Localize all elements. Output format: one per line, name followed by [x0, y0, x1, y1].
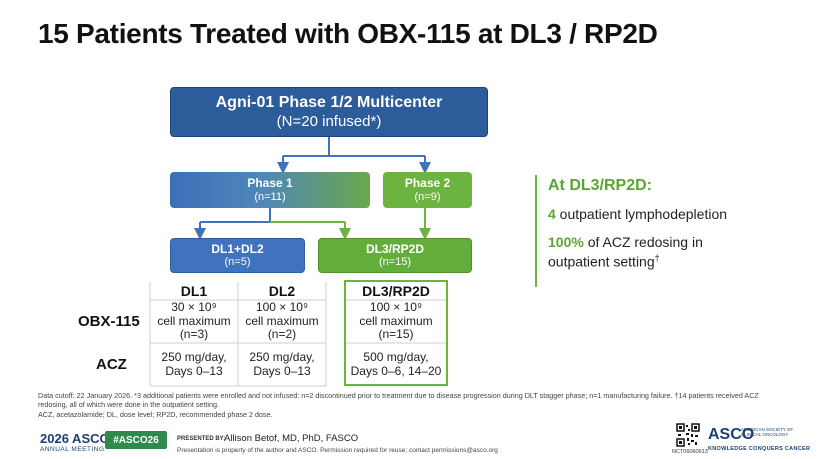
header-dl3-rp2d: DL3/RP2D — [362, 282, 430, 299]
cell-obx-dl2: 100 × 10⁹ cell maximum (n=2) — [245, 299, 319, 342]
connector-top-to-phases — [277, 137, 431, 174]
side-item-lymphodepletion: 4 outpatient lymphodepletion — [548, 206, 728, 222]
dl1-dl2-count: (n=5) — [224, 256, 251, 269]
cell-acz-dl2: 250 mg/day, Days 0–13 — [249, 349, 315, 378]
meeting-logo: 2026 ASCO — [40, 431, 110, 446]
slide-title: 15 Patients Treated with OBX-115 at DL3 … — [38, 18, 658, 49]
cell-acz-dl3: 500 mg/day, Days 0–6, 14–20 — [350, 349, 442, 378]
study-box: Agni-01 Phase 1/2 Multicenter (N=20 infu… — [170, 87, 488, 137]
study-name: Agni-01 Phase 1/2 Multicenter — [215, 94, 443, 112]
dl3-rp2d-box: DL3/RP2D (n=15) — [318, 238, 472, 273]
row-label-acz: ACZ — [96, 356, 127, 373]
table-grid — [149, 282, 446, 387]
asco-logo-subtitle: AMERICAN SOCIETY OF CLINICAL ONCOLOGY — [741, 427, 794, 438]
presenter-name: Allison Betof, MD, PhD, FASCO — [224, 433, 359, 444]
asco-tagline: KNOWLEDGE CONQUERS CANCER — [708, 446, 811, 452]
cell-obx-dl1: 30 × 10⁹ cell maximum (n=3) — [157, 299, 231, 342]
permission-note: Presentation is property of the author a… — [177, 447, 498, 454]
meeting-subtitle: ANNUAL MEETING — [40, 446, 105, 453]
phase1-count: (n=11) — [254, 190, 286, 203]
hashtag-badge: #ASCO26 — [105, 431, 167, 449]
dl3-rp2d-count: (n=15) — [378, 256, 412, 269]
connector-phase1-to-dl — [194, 208, 351, 240]
header-dl2: DL2 — [268, 282, 296, 299]
side-accent-bar — [535, 175, 537, 287]
presented-by-label: PRESENTED BY: — [177, 436, 226, 442]
dl1-dl2-box: DL1+DL2 (n=5) — [170, 238, 305, 273]
cell-obx-dl3: 100 × 10⁹ cell maximum (n=15) — [359, 299, 433, 342]
dl3-rp2d-label: DL3/RP2D — [365, 241, 424, 256]
dl3-highlight-frame — [344, 280, 448, 386]
phase1-box: Phase 1 (n=11) — [170, 172, 370, 208]
phase1-label: Phase 1 — [247, 176, 293, 191]
side-item-acz-redosing-line2: outpatient setting† — [548, 253, 660, 270]
cell-acz-dl1: 250 mg/day, Days 0–13 — [161, 349, 227, 378]
row-label-obx115: OBX-115 — [78, 313, 140, 330]
phase2-label: Phase 2 — [404, 176, 451, 191]
asco-logo: ASCO — [708, 426, 755, 443]
phase2-box: Phase 2 (n=9) — [383, 172, 472, 208]
footnote: Data cutoff: 22 January 2026. *3 additio… — [38, 391, 759, 419]
qr-code-icon — [676, 423, 700, 447]
dl1-dl2-label: DL1+DL2 — [211, 241, 264, 256]
side-item-acz-redosing: 100% of ACZ redosing in — [548, 234, 703, 250]
nct-number: NCT06060613 — [672, 449, 708, 455]
side-title: At DL3/RP2D: — [548, 177, 653, 194]
header-dl1: DL1 — [180, 282, 208, 299]
phase2-count: (n=9) — [414, 190, 441, 203]
study-count: (N=20 infused*) — [276, 112, 382, 130]
